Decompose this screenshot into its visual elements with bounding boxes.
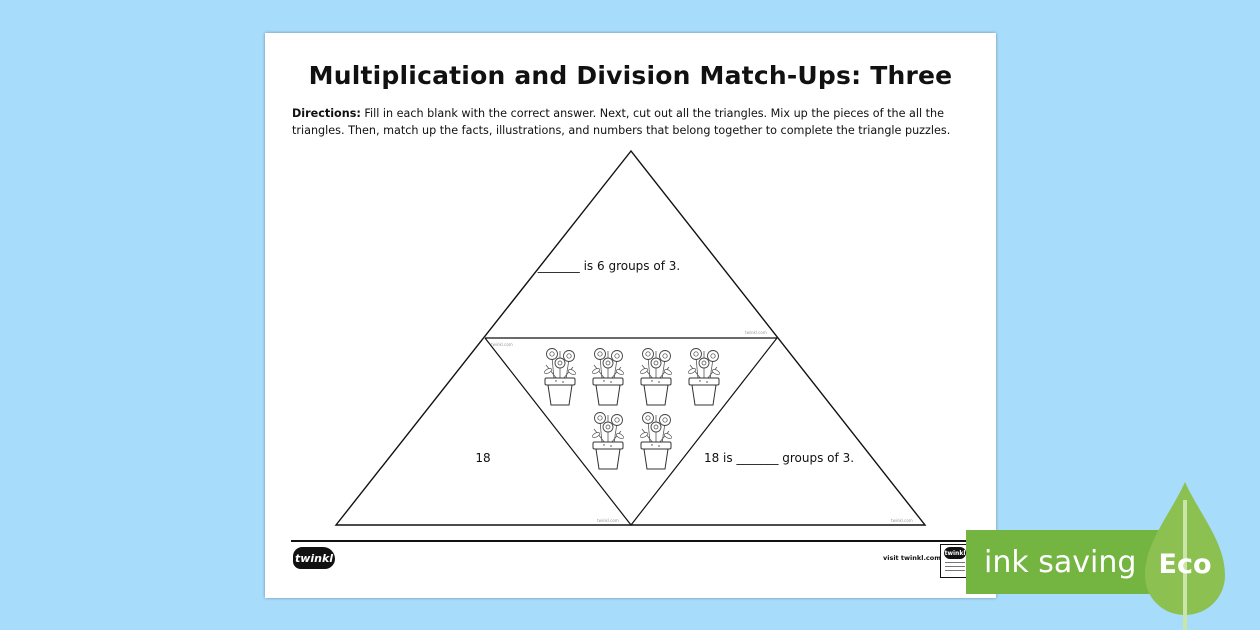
watermark-top: twinkl.com: [745, 330, 767, 335]
eco-drop-icon: Eco: [1145, 482, 1225, 630]
watermark-middle: twinkl.com: [491, 342, 513, 347]
directions: Directions: Fill in each blank with the …: [292, 105, 982, 139]
flower-pot-icon: [591, 412, 625, 470]
inner-triangle-lines: [484, 337, 779, 526]
directions-label: Directions:: [292, 107, 361, 120]
page-title: Multiplication and Division Match-Ups: T…: [308, 61, 953, 90]
right-fact: 18 is _______ groups of 3.: [704, 451, 854, 465]
footer-divider: [291, 540, 971, 542]
twinkl-logo: twinkl: [293, 547, 335, 569]
ink-saving-banner: ink saving: [966, 530, 1178, 594]
top-fact: _______ is 6 groups of 3.: [537, 259, 680, 273]
left-number: 18: [475, 451, 490, 465]
flower-pot-icon: [543, 348, 577, 406]
visit-link-text: visit twinkl.com: [883, 554, 942, 562]
flower-pot-icon: [687, 348, 721, 406]
ink-saving-label: ink saving: [984, 544, 1137, 580]
watermark-bottom-right: twinkl.com: [891, 518, 913, 523]
badge-text-lines: [945, 562, 965, 574]
directions-text: Fill in each blank with the correct answ…: [292, 107, 951, 137]
eco-badge-text: Eco: [1159, 549, 1212, 580]
worksheet-page: Multiplication and Division Match-Ups: T…: [265, 33, 996, 598]
watermark-bottom-center: twinkl.com: [597, 518, 619, 523]
flower-pot-illustration: [543, 348, 721, 470]
badge-logo: twinkl: [944, 547, 966, 559]
flower-pot-icon: [639, 348, 673, 406]
flower-pot-icon: [591, 348, 625, 406]
flower-pot-icon: [639, 412, 673, 470]
triangle-puzzle: _______ is 6 groups of 3. 18 18 is _____…: [334, 149, 927, 526]
